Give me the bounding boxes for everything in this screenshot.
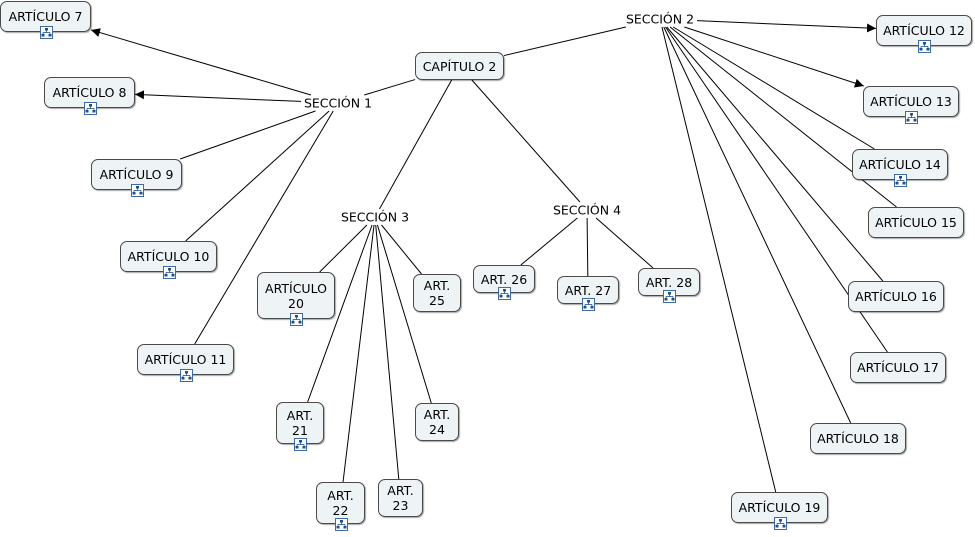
concept-node-a28[interactable]: ART. 28 bbox=[638, 268, 700, 303]
concept-text: SECCIÓN 1 bbox=[303, 95, 373, 111]
concept-text: ARTÍCULO 9 bbox=[99, 167, 174, 182]
concept-node-a14[interactable]: ARTÍCULO 14 bbox=[852, 149, 948, 187]
sub-map-icon[interactable] bbox=[179, 369, 193, 382]
link-sec3-a23 bbox=[375, 224, 400, 480]
concept-node-a10[interactable]: ARTÍCULO 10 bbox=[120, 241, 217, 279]
concept-text: ART. 26 bbox=[480, 271, 528, 287]
sub-map-icon[interactable] bbox=[498, 287, 511, 300]
link-sec1-a9 bbox=[180, 110, 316, 160]
sub-map-icon[interactable] bbox=[918, 40, 931, 53]
concept-node-a13[interactable]: ARTÍCULO 13 bbox=[863, 86, 959, 124]
concept-node-a19[interactable]: ARTÍCULO 19 bbox=[731, 492, 828, 530]
link-sec3-a21 bbox=[307, 224, 373, 403]
link-cap2-sec4 bbox=[471, 79, 581, 203]
link-sec2-a18 bbox=[663, 26, 852, 424]
concept-node-a8[interactable]: ARTÍCULO 8 bbox=[44, 77, 135, 115]
link-sec4-a27 bbox=[586, 217, 589, 277]
link-label-sec1[interactable]: SECCIÓN 1 bbox=[301, 95, 375, 111]
link-sec4-a28 bbox=[595, 217, 654, 269]
concept-text: ARTÍCULO 12 bbox=[883, 23, 965, 38]
concept-text: SECCIÓN 3 bbox=[340, 209, 410, 225]
concept-text: ARTÍCULO 11 bbox=[144, 352, 227, 367]
sub-map-icon[interactable] bbox=[83, 102, 97, 115]
sub-map-icon[interactable] bbox=[39, 26, 53, 39]
link-sec2-a19 bbox=[661, 26, 777, 493]
sub-map-icon[interactable] bbox=[582, 298, 595, 311]
sub-map-icon[interactable] bbox=[663, 290, 676, 303]
concept-text: ARTÍCULO 16 bbox=[855, 289, 937, 304]
concept-node-a16[interactable]: ARTÍCULO 16 bbox=[848, 281, 944, 312]
concept-text: ARTÍCULO 13 bbox=[870, 94, 952, 109]
sub-map-icon[interactable] bbox=[130, 184, 144, 197]
concept-text: ARTÍCULO 19 bbox=[738, 500, 821, 515]
concept-text: ART. 22 bbox=[327, 488, 354, 518]
concept-node-a9[interactable]: ARTÍCULO 9 bbox=[91, 159, 182, 197]
concept-node-a20[interactable]: ARTÍCULO 20 bbox=[257, 272, 335, 326]
link-label-sec2[interactable]: SECCIÓN 2 bbox=[623, 11, 697, 27]
link-sec2-a13 bbox=[684, 26, 864, 88]
link-sec2-a16 bbox=[666, 26, 884, 282]
link-sec2-a12 bbox=[696, 20, 877, 33]
link-sec2-a14 bbox=[672, 26, 875, 150]
link-sec3-a20 bbox=[319, 224, 368, 273]
sub-map-icon[interactable] bbox=[294, 438, 307, 451]
concept-node-a11[interactable]: ARTÍCULO 11 bbox=[137, 344, 234, 382]
link-sec3-a22 bbox=[342, 224, 375, 483]
concept-node-a25[interactable]: ART. 25 bbox=[413, 274, 461, 312]
concept-text: ART. 27 bbox=[564, 282, 612, 298]
concept-node-cap2[interactable]: CAPÍTULO 2 bbox=[415, 52, 504, 80]
concept-node-a15[interactable]: ARTÍCULO 15 bbox=[868, 207, 964, 238]
concept-node-a21[interactable]: ART. 21 bbox=[276, 402, 324, 451]
sub-map-icon[interactable] bbox=[905, 111, 918, 124]
sub-map-icon[interactable] bbox=[773, 517, 787, 530]
concept-text: ARTÍCULO 7 bbox=[8, 9, 83, 24]
concept-text: ARTÍCULO 20 bbox=[265, 280, 327, 311]
concept-node-a12[interactable]: ARTÍCULO 12 bbox=[876, 15, 972, 53]
concept-node-a26[interactable]: ART. 26 bbox=[473, 265, 535, 300]
concept-text: ART. 21 bbox=[286, 408, 314, 438]
concept-node-a27[interactable]: ART. 27 bbox=[557, 276, 619, 311]
link-sec3-a25 bbox=[381, 224, 422, 275]
link-sec1-a8 bbox=[134, 90, 302, 102]
concept-text: ART. 28 bbox=[645, 274, 693, 290]
concept-text: ART. 25 bbox=[423, 278, 451, 308]
concept-node-a17[interactable]: ARTÍCULO 17 bbox=[850, 352, 946, 383]
concept-text: ART. 24 bbox=[423, 407, 451, 437]
concept-text: ARTÍCULO 15 bbox=[875, 215, 957, 230]
concept-text: ARTÍCULO 14 bbox=[859, 157, 941, 172]
link-sec1-a10 bbox=[185, 110, 330, 242]
sub-map-icon[interactable] bbox=[334, 518, 348, 531]
concept-node-a24[interactable]: ART. 24 bbox=[415, 403, 459, 441]
concept-text: SECCIÓN 4 bbox=[552, 202, 622, 218]
concept-text: ART. 23 bbox=[387, 483, 414, 513]
concept-node-a18[interactable]: ARTÍCULO 18 bbox=[810, 423, 906, 454]
concept-text: CAPÍTULO 2 bbox=[422, 58, 497, 74]
concept-text: SECCIÓN 2 bbox=[625, 11, 695, 27]
link-sec1-a11 bbox=[194, 110, 334, 345]
link-label-sec4[interactable]: SECCIÓN 4 bbox=[550, 202, 624, 218]
link-cap2-sec2 bbox=[503, 26, 626, 57]
concept-text: ARTÍCULO 8 bbox=[52, 85, 127, 100]
link-sec3-a24 bbox=[376, 224, 432, 404]
sub-map-icon[interactable] bbox=[162, 266, 176, 279]
concept-text: ARTÍCULO 18 bbox=[817, 431, 899, 446]
concept-text: ARTÍCULO 10 bbox=[127, 249, 210, 264]
sub-map-icon[interactable] bbox=[894, 174, 907, 187]
link-cap2-sec3 bbox=[379, 79, 453, 210]
concept-text: ARTÍCULO 17 bbox=[857, 360, 939, 375]
link-label-sec3[interactable]: SECCIÓN 3 bbox=[338, 209, 412, 225]
concept-node-a22[interactable]: ART. 22 bbox=[316, 482, 365, 531]
concept-node-a23[interactable]: ART. 23 bbox=[378, 479, 423, 517]
link-sec4-a26 bbox=[520, 217, 578, 266]
sub-map-icon[interactable] bbox=[290, 313, 303, 326]
concept-node-a7[interactable]: ARTÍCULO 7 bbox=[0, 1, 91, 39]
link-sec1-a7 bbox=[90, 28, 312, 96]
link-cap2-sec1 bbox=[364, 79, 416, 96]
link-sec2-a15 bbox=[669, 26, 897, 208]
